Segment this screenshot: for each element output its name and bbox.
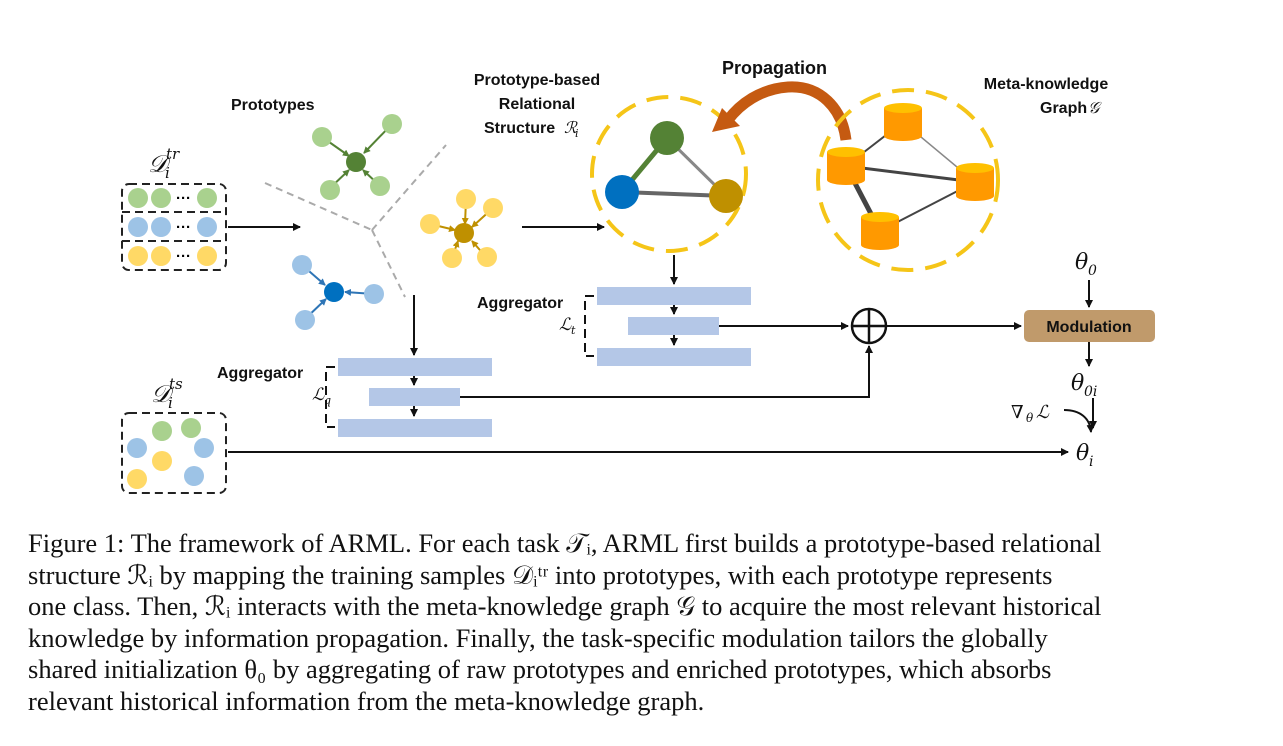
svg-text:ts: ts: [169, 375, 183, 393]
thetai-label: θ i: [1076, 441, 1093, 470]
oplus-combiner: [850, 307, 888, 345]
svg-text:tr: tr: [166, 145, 180, 163]
train-row-blue: ···: [128, 217, 217, 237]
gradient-label: ∇ θ ℒ: [1011, 402, 1050, 425]
aggregator-top: [584, 287, 751, 366]
arrow-agg-bottom-to-oplus: [460, 345, 873, 398]
svg-text:∇: ∇: [1011, 402, 1024, 423]
svg-text:Structure: Structure: [484, 120, 555, 137]
svg-text:θ: θ: [1076, 441, 1089, 466]
caption-line-6: relevant historical information from the…: [28, 685, 705, 716]
svg-text:𝒢: 𝒢: [1088, 98, 1102, 117]
svg-text:Graph: Graph: [1040, 100, 1087, 117]
graph-node-left: [827, 147, 865, 185]
blue-prototype-cluster: [292, 255, 384, 330]
modulation-box: Modulation: [1024, 310, 1155, 342]
aggregator-bottom-label: Aggregator: [217, 365, 303, 382]
svg-text:ℒ: ℒ: [559, 315, 572, 335]
figure-caption: Figure 1: The framework of ARML. For eac…: [28, 528, 1253, 717]
caption-line-1: Figure 1: The framework of ARML. For eac…: [28, 528, 1102, 558]
svg-text:i: i: [575, 127, 579, 140]
svg-text:Prototype-based: Prototype-based: [474, 72, 600, 89]
svg-text:Meta-knowledge: Meta-knowledge: [984, 76, 1109, 93]
caption-line-4: knowledge by information propagation. Fi…: [28, 622, 1048, 653]
svg-text:t: t: [571, 324, 576, 337]
svg-text:Modulation: Modulation: [1046, 319, 1131, 336]
aggregator-bottom: [325, 358, 492, 437]
d-test-label: 𝒟 i ts: [151, 375, 183, 412]
propagation-label: Propagation: [722, 58, 827, 78]
prototype-relational-structure: [590, 95, 748, 253]
svg-text:θ: θ: [1071, 371, 1084, 396]
svg-text:q: q: [324, 394, 331, 407]
yellow-prototype-cluster: [420, 189, 503, 268]
svg-text:ℛ: ℛ: [564, 118, 578, 137]
svg-text:ℒ: ℒ: [1036, 402, 1050, 423]
svg-text:···: ···: [176, 248, 191, 265]
svg-text:Relational: Relational: [499, 96, 575, 113]
svg-text:i: i: [165, 164, 170, 182]
theta0-label: θ 0: [1075, 250, 1097, 279]
graph-node-bottom: [861, 212, 899, 250]
svg-text:θ: θ: [1075, 250, 1088, 275]
theta0i-label: θ 0i: [1071, 371, 1097, 400]
train-row-yellow: ···: [128, 246, 217, 266]
caption-line-5: shared initialization θ₀ by aggregating …: [28, 654, 1052, 684]
green-prototype-cluster: [312, 114, 402, 200]
arrow-grad-step: [1063, 409, 1095, 433]
loss-q-label: ℒ q: [312, 385, 331, 407]
framework-figure: 𝒟 i tr ··· ··· ··· Prototypes: [121, 58, 1155, 494]
svg-text:i: i: [1089, 454, 1093, 470]
svg-text:ℒ: ℒ: [312, 385, 325, 405]
svg-text:θ: θ: [1026, 411, 1034, 425]
aggregator-top-label: Aggregator: [477, 295, 563, 312]
graph-node-right: [956, 163, 994, 201]
meta-knowledge-graph: [816, 88, 1000, 272]
graph-node-top: [884, 103, 922, 141]
svg-text:···: ···: [176, 219, 191, 236]
caption-line-3: one class. Then, ℛᵢ interacts with the m…: [28, 591, 1102, 621]
d-train-label: 𝒟 i tr: [148, 145, 180, 182]
svg-text:···: ···: [176, 190, 191, 207]
svg-text:0i: 0i: [1084, 384, 1097, 400]
test-set-box: [121, 412, 227, 494]
training-set-box: ··· ··· ···: [121, 183, 227, 271]
prototype-separators: [264, 144, 447, 298]
svg-text:i: i: [168, 394, 173, 412]
svg-text:0: 0: [1088, 263, 1097, 279]
propagation-arrow: [712, 81, 852, 141]
prototype-structure-label: Prototype-based Relational Structure ℛ i: [474, 72, 600, 140]
meta-graph-label: Meta-knowledge Graph 𝒢: [984, 76, 1109, 117]
caption-line-2: structure ℛᵢ by mapping the training sam…: [28, 559, 1053, 590]
loss-t-label: ℒ t: [559, 315, 576, 337]
prototypes-label: Prototypes: [231, 97, 315, 114]
train-row-green: ···: [128, 188, 217, 208]
